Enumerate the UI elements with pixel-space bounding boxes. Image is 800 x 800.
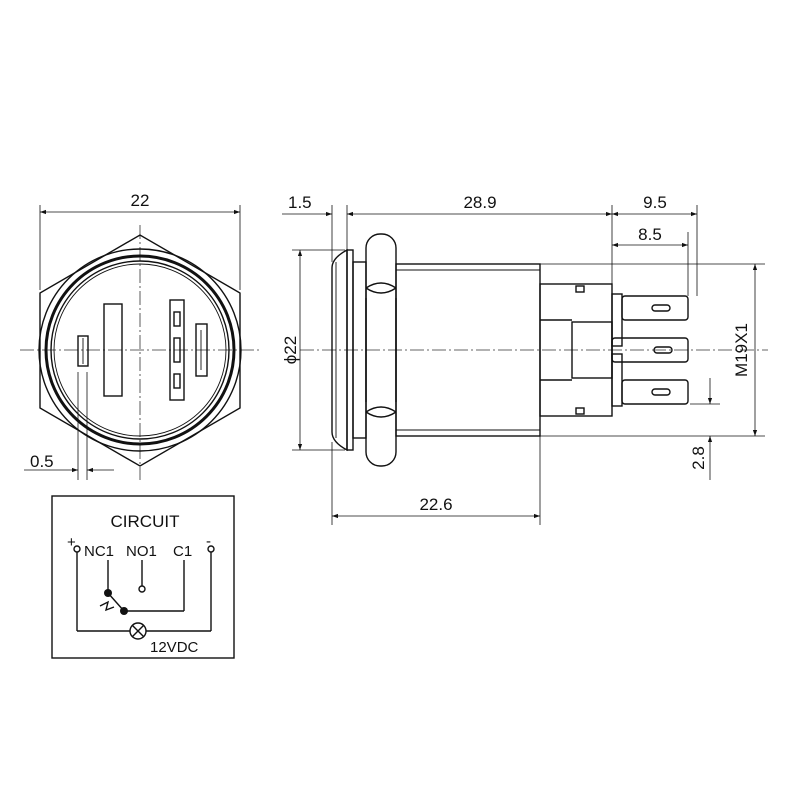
front-width-dim: 22 [131,191,150,210]
side-view: 1.5 28.9 9.5 8.5 ϕ22 M19X1 2.8 22.6 [281,193,768,525]
front-view: 22 0.5 [20,191,262,480]
circuit-minus: - [206,533,211,550]
bezel [331,248,348,452]
front-gap-dim: 0.5 [30,452,54,471]
terminal-outer-dim: 9.5 [643,193,667,212]
circuit-plus: + [67,534,76,551]
length-dim: 22.6 [419,495,452,514]
terminal-inner-dim: 8.5 [638,225,662,244]
offset-dim: 2.8 [689,446,708,470]
body-length-dim: 28.9 [463,193,496,212]
nc-label: NC1 [84,543,114,560]
no-label: NO1 [126,543,157,560]
c-label: C1 [173,543,192,560]
lamp-icon [129,622,147,640]
thread-dim: M19X1 [732,323,751,377]
diameter-dim: ϕ22 [281,336,300,364]
hex-nut-outline [39,234,241,467]
circuit-frame [51,495,235,659]
terminals [611,293,689,407]
voltage-label: 12VDC [150,639,199,656]
circuit-title: CIRCUIT [111,512,180,531]
circuit-diagram: CIRCUIT + - NC1 NO1 C1 12VDC [51,495,235,659]
bezel-dim: 1.5 [288,193,312,212]
